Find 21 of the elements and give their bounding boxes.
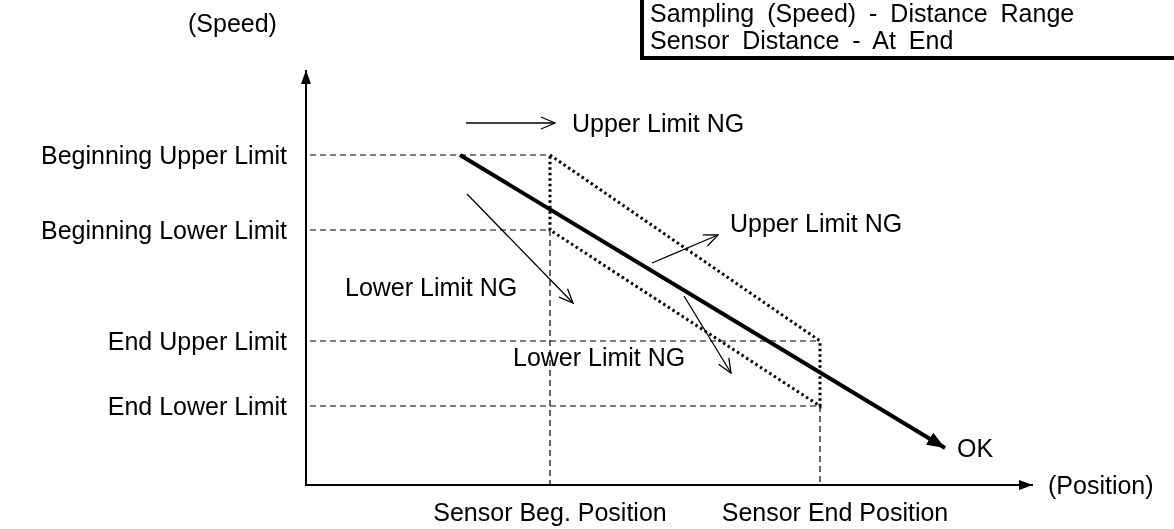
- tick-label: Beginning Upper Limit: [41, 140, 287, 170]
- tick-label: Beginning Lower Limit: [41, 215, 287, 245]
- arrow: [651, 234, 719, 264]
- arrow: [458, 153, 947, 450]
- result-label: Upper Limit NG: [730, 209, 903, 237]
- info-text: Sampling (Speed) - Distance Range: [650, 0, 1076, 27]
- tick-label: Sensor Beg. Position: [433, 497, 667, 527]
- arrow: [466, 193, 574, 304]
- info-text: Sensor Distance - At End: [650, 27, 955, 54]
- result-label: Lower Limit NG: [513, 343, 686, 371]
- result-label: Upper Limit NG: [572, 109, 745, 137]
- info-box: [640, 0, 1174, 60]
- axis-label: (Speed): [188, 8, 277, 38]
- tick-label: Sensor End Position: [721, 497, 949, 527]
- tick-label: End Lower Limit: [107, 391, 287, 421]
- arrow: [465, 116, 556, 130]
- tick-label: End Upper Limit: [107, 326, 287, 356]
- arrow: [683, 295, 732, 374]
- axis-label: (Position): [1048, 470, 1154, 500]
- result-label: OK: [957, 434, 994, 462]
- result-label: Lower Limit NG: [345, 273, 518, 301]
